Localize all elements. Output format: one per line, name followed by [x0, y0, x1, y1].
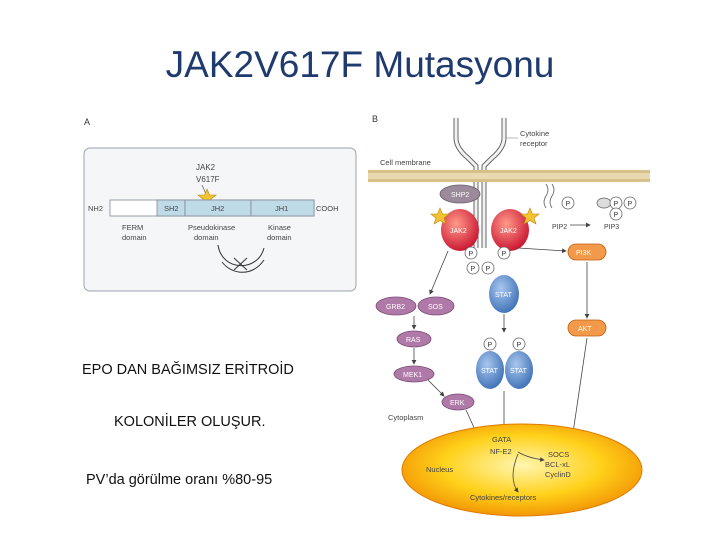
jak2-domain-diagram: A JAK2 V617F NH2 COOH SH2 JH2 JH1 FERM d…	[82, 112, 370, 332]
jh2-label: JH2	[211, 204, 224, 213]
inhibition-arc-left	[221, 259, 265, 273]
stat-dimer-a	[476, 351, 504, 389]
socs-label: SOCS	[548, 450, 569, 459]
cytoplasm-label: Cytoplasm	[388, 413, 423, 422]
svg-text:P: P	[614, 201, 619, 208]
svg-text:P: P	[469, 251, 474, 258]
nucleus	[401, 423, 643, 517]
mek1-node	[393, 365, 435, 383]
jak2-left-star-icon	[430, 207, 450, 225]
cytokines-receptors-label: Cytokines/receptors	[470, 493, 537, 502]
slide-title: JAK2V617F Mutasyonu	[165, 44, 555, 85]
bclx-label: BCL-xL	[545, 460, 570, 469]
inhibition-arc-right	[217, 244, 265, 267]
jh1-label: JH1	[275, 204, 288, 213]
text-line-1: EPO DAN BAĞIMSIZ ERİTROİD	[82, 362, 294, 378]
pip2-phospho	[561, 196, 575, 210]
pi3k-label: PI3K	[576, 250, 592, 257]
gata-label: GATA	[492, 435, 511, 444]
text-line-3: PV’da görülme oranı %80-95	[86, 472, 273, 488]
pip3-phospho-2	[609, 207, 623, 221]
svg-text:P: P	[488, 342, 493, 349]
sh2-label: SH2	[164, 204, 179, 213]
phospho-3	[481, 261, 495, 275]
panel-b-label: B	[372, 114, 378, 124]
nh2-label: NH2	[88, 204, 103, 213]
jak2-left-label: JAK2	[450, 228, 467, 235]
stat-dimer-a-label: STAT	[481, 368, 499, 375]
sos-node	[417, 296, 455, 316]
svg-text:P: P	[614, 212, 619, 219]
jak2-right-star-icon	[520, 207, 540, 225]
kinase-label-2: domain	[267, 233, 292, 242]
stat-dimer-phospho-2	[512, 337, 526, 351]
grb2-label: GRB2	[386, 304, 405, 311]
jak2-right-label: JAK2	[500, 228, 517, 235]
ferm-label-2: domain	[122, 233, 147, 242]
svg-text:P: P	[486, 266, 491, 273]
ras-node	[396, 330, 432, 348]
phospho-4	[497, 246, 511, 260]
stat-dimer-b	[505, 351, 533, 389]
pip2-label: PIP2	[552, 224, 567, 231]
shp2-label: SHP2	[451, 192, 469, 199]
stat-dimer-phospho-1	[483, 337, 497, 351]
nfe2-label: NF-E2	[490, 447, 512, 456]
pip3-phospho-3	[623, 196, 637, 210]
stat-label: STAT	[495, 292, 513, 299]
cytokine-receptor-label-2: receptor	[520, 139, 548, 148]
phospho-1	[464, 246, 478, 260]
jh1-domain	[250, 199, 315, 217]
jak2-left-node	[441, 209, 479, 251]
svg-text:P: P	[628, 201, 633, 208]
grb2-node	[375, 296, 417, 316]
svg-text:P: P	[566, 201, 571, 208]
erk-label: ERK	[450, 400, 465, 407]
jak2-label: JAK2	[196, 163, 216, 172]
sos-label: SOS	[428, 304, 443, 311]
akt-node	[567, 319, 607, 337]
svg-text:P: P	[471, 266, 476, 273]
cytokine-receptor-label-1: Cytokine	[520, 129, 549, 138]
stat-node	[489, 275, 519, 313]
pip3-label: PIP3	[604, 224, 619, 231]
panel-a-label: A	[84, 117, 90, 127]
inhibition-cross-b	[233, 257, 248, 271]
pi3k-node	[567, 243, 607, 261]
erk-node	[441, 393, 475, 411]
kinase-label-1: Kinase	[268, 223, 291, 232]
cyclin-label: CyclinD	[545, 470, 571, 479]
domain-box	[83, 147, 357, 292]
cooh-label: COOH	[316, 204, 339, 213]
phospho-2	[466, 261, 480, 275]
stat-dimer-b-label: STAT	[510, 368, 528, 375]
cell-membrane-label: Cell membrane	[380, 158, 431, 167]
akt-label: AKT	[578, 326, 592, 333]
ras-label: RAS	[406, 337, 421, 344]
pseudokinase-label-1: Pseudokinase	[188, 223, 235, 232]
mek1-label: MEK1	[403, 372, 422, 379]
mutation-label: V617F	[196, 175, 220, 184]
svg-text:P: P	[502, 251, 507, 258]
ferm-label-1: FERM	[122, 223, 143, 232]
svg-text:P: P	[517, 342, 522, 349]
jak2-right-node	[491, 209, 529, 251]
jak2-signaling-diagram: B Cytokine receptor Cell membrane SHP2 J…	[368, 114, 650, 517]
shp2-node	[439, 184, 481, 204]
text-line-2: KOLONİLER OLUŞUR.	[114, 414, 266, 430]
nucleus-label: Nucleus	[426, 465, 453, 474]
pseudokinase-label-2: domain	[194, 233, 219, 242]
